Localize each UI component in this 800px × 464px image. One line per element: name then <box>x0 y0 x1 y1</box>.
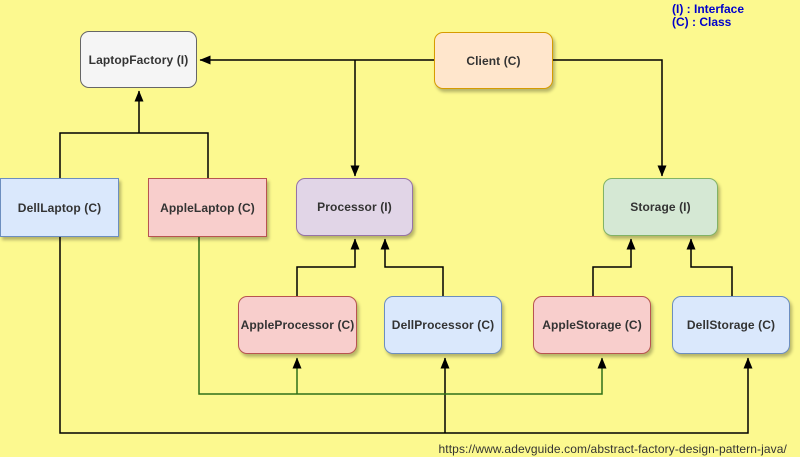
node-storage: Storage (I) <box>603 178 718 236</box>
node-apple-processor: AppleProcessor (C) <box>238 296 357 354</box>
edge-appleprocessor-processor <box>296 238 360 296</box>
edge-applelaptop-applestorage <box>198 237 607 395</box>
node-apple-laptop: AppleLaptop (C) <box>148 178 267 237</box>
node-label: Client (C) <box>466 53 521 68</box>
node-label: AppleStorage (C) <box>542 318 642 332</box>
edge-delllaptop-dellstorage <box>59 237 753 434</box>
node-dell-storage: DellStorage (C) <box>672 296 790 354</box>
node-label: AppleProcessor (C) <box>240 318 355 332</box>
node-label: Processor (I) <box>317 200 392 214</box>
node-dell-processor: DellProcessor (C) <box>384 296 502 354</box>
legend-interface-line: (I) : Interface <box>672 2 745 16</box>
edge-dellprocessor-processor <box>380 238 444 296</box>
source-url-text: https://www.adevguide.com/abstract-facto… <box>438 442 787 456</box>
node-laptop-factory: LaptopFactory (I) <box>80 31 197 88</box>
edge-dellstorage-storage <box>686 238 733 296</box>
legend: (I) : Interface (C) : Class <box>672 3 744 29</box>
node-dell-laptop: DellLaptop (C) <box>0 178 119 237</box>
node-label: LaptopFactory (I) <box>88 52 189 67</box>
node-apple-storage: AppleStorage (C) <box>533 296 651 354</box>
node-label: DellLaptop (C) <box>17 200 102 215</box>
node-label: AppleLaptop (C) <box>160 200 255 215</box>
node-label: DellProcessor (C) <box>391 318 495 332</box>
node-processor: Processor (I) <box>296 178 413 236</box>
edge-client-storage <box>552 59 667 177</box>
node-label: DellStorage (C) <box>686 318 776 332</box>
legend-class-line: (C) : Class <box>672 15 732 29</box>
edge-laptops-rails <box>59 132 209 178</box>
node-client: Client (C) <box>434 32 553 89</box>
node-label: Storage (I) <box>630 200 691 214</box>
edge-applestorage-storage <box>592 238 636 296</box>
